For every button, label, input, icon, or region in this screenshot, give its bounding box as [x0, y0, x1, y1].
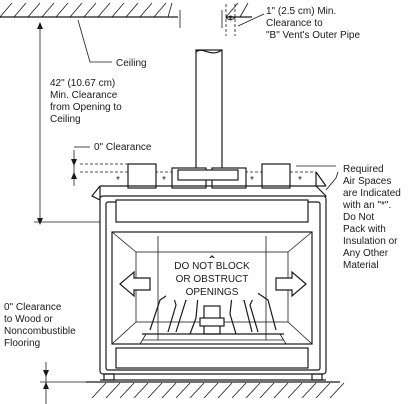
- floor-hatch: [86, 381, 345, 399]
- hatch-line: [167, 2, 173, 18]
- vent-pipe: [179, 4, 236, 176]
- svg-text:0" Clearance: 0" Clearance: [4, 302, 62, 313]
- air-marker: *: [298, 175, 302, 186]
- ceiling-clearance-label: 42" (10.67 cm) Min. Clearance from Openi…: [50, 78, 122, 125]
- floor-clearance-dimension: [40, 362, 86, 404]
- svg-text:Flooring: Flooring: [4, 338, 40, 349]
- svg-text:Ceiling: Ceiling: [50, 114, 81, 125]
- air-space-markers: * * * *: [116, 175, 302, 186]
- warning-text: DO NOT BLOCK OR OBSTRUCT OPENINGS: [174, 261, 250, 298]
- svg-text:Material: Material: [343, 260, 379, 271]
- hatch-line: [273, 382, 289, 399]
- hatch-line: [111, 2, 125, 18]
- hatch-line: [27, 2, 41, 18]
- hatch-line: [69, 2, 83, 18]
- svg-text:Any Other: Any Other: [343, 248, 389, 259]
- air-spaces-label: Required Air Spaces are Indicated with a…: [342, 164, 401, 271]
- hatch-line: [153, 2, 167, 18]
- hatch-line: [147, 382, 163, 399]
- air-marker: *: [116, 175, 120, 186]
- hatch-line: [189, 382, 205, 399]
- hatch-line: [13, 2, 27, 18]
- hatch-line: [133, 382, 149, 399]
- hatch-line: [217, 382, 233, 399]
- svg-text:Noncombustible: Noncombustible: [4, 326, 76, 337]
- hatch-line: [83, 2, 97, 18]
- hatch-line: [139, 2, 153, 18]
- hatch-line: [225, 2, 239, 18]
- svg-text:Min. Clearance: Min. Clearance: [50, 90, 118, 101]
- warning-line-1: DO NOT BLOCK: [174, 261, 250, 272]
- svg-text:Required: Required: [343, 164, 384, 175]
- hatch-line: [175, 382, 191, 399]
- hatch-line: [125, 2, 139, 18]
- air-marker: *: [250, 175, 254, 186]
- hatch-line: [231, 382, 247, 399]
- hatch-line: [287, 382, 303, 399]
- top-panel: [115, 199, 309, 223]
- bottom-panel: [115, 347, 309, 369]
- firebox-opening: [111, 231, 313, 345]
- hatch-line: [301, 382, 317, 399]
- hatch-line: [245, 382, 261, 399]
- hatch-line: [119, 382, 135, 399]
- hatch-line: [203, 382, 219, 399]
- hatch-line: [161, 382, 177, 399]
- svg-text:Pack with: Pack with: [343, 224, 386, 235]
- hatch-line: [105, 382, 121, 399]
- floor-clearance-label: 0" Clearance to Wood or Noncombustible F…: [4, 302, 76, 349]
- hatch-line: [259, 382, 275, 399]
- top-box-right: [261, 163, 291, 189]
- hatch-line: [55, 2, 69, 18]
- hatch-line: [315, 382, 331, 399]
- log-grate: [139, 291, 287, 345]
- svg-text:Air Spaces: Air Spaces: [343, 176, 391, 187]
- air-marker: *: [162, 175, 166, 186]
- hatch-line: [91, 382, 107, 399]
- svg-text:Do Not: Do Not: [343, 212, 374, 223]
- flue-collar: [177, 169, 239, 181]
- svg-text:from Opening to: from Opening to: [50, 102, 122, 113]
- arrow-left-icon: [119, 270, 151, 298]
- svg-text:"B" Vent's Outer Pipe: "B" Vent's Outer Pipe: [266, 30, 360, 41]
- svg-text:to Wood or: to Wood or: [4, 314, 53, 325]
- warning-backdrop: [166, 258, 258, 300]
- top-clearance-label: 0" Clearance: [94, 142, 152, 153]
- ceiling-clearance-dimension: [34, 19, 112, 225]
- ceiling-hatch: [0, 2, 252, 18]
- svg-text:Clearance to: Clearance to: [266, 18, 323, 29]
- vent-clearance-label: 1" (2.5 cm) Min. Clearance to "B" Vent's…: [266, 6, 360, 41]
- ceiling-label: Ceiling: [116, 58, 147, 69]
- hatch-line: [239, 2, 249, 18]
- svg-text:Insulation or: Insulation or: [343, 236, 398, 247]
- hatch-line: [97, 2, 111, 18]
- svg-text:42" (10.67 cm): 42" (10.67 cm): [50, 78, 115, 89]
- svg-text:1" (2.5 cm) Min.: 1" (2.5 cm) Min.: [266, 6, 336, 17]
- arrow-right-icon: [275, 270, 307, 298]
- warning-line-2: OR OBSTRUCT: [176, 274, 249, 285]
- hatch-line: [41, 2, 55, 18]
- top-box-left: [127, 163, 157, 189]
- svg-text:with an "*".: with an "*".: [342, 200, 391, 211]
- warning-line-3: OPENINGS: [186, 287, 239, 298]
- hatch-line: [329, 382, 345, 399]
- svg-text:are Indicated: are Indicated: [343, 188, 401, 199]
- hatch-line: [0, 2, 13, 18]
